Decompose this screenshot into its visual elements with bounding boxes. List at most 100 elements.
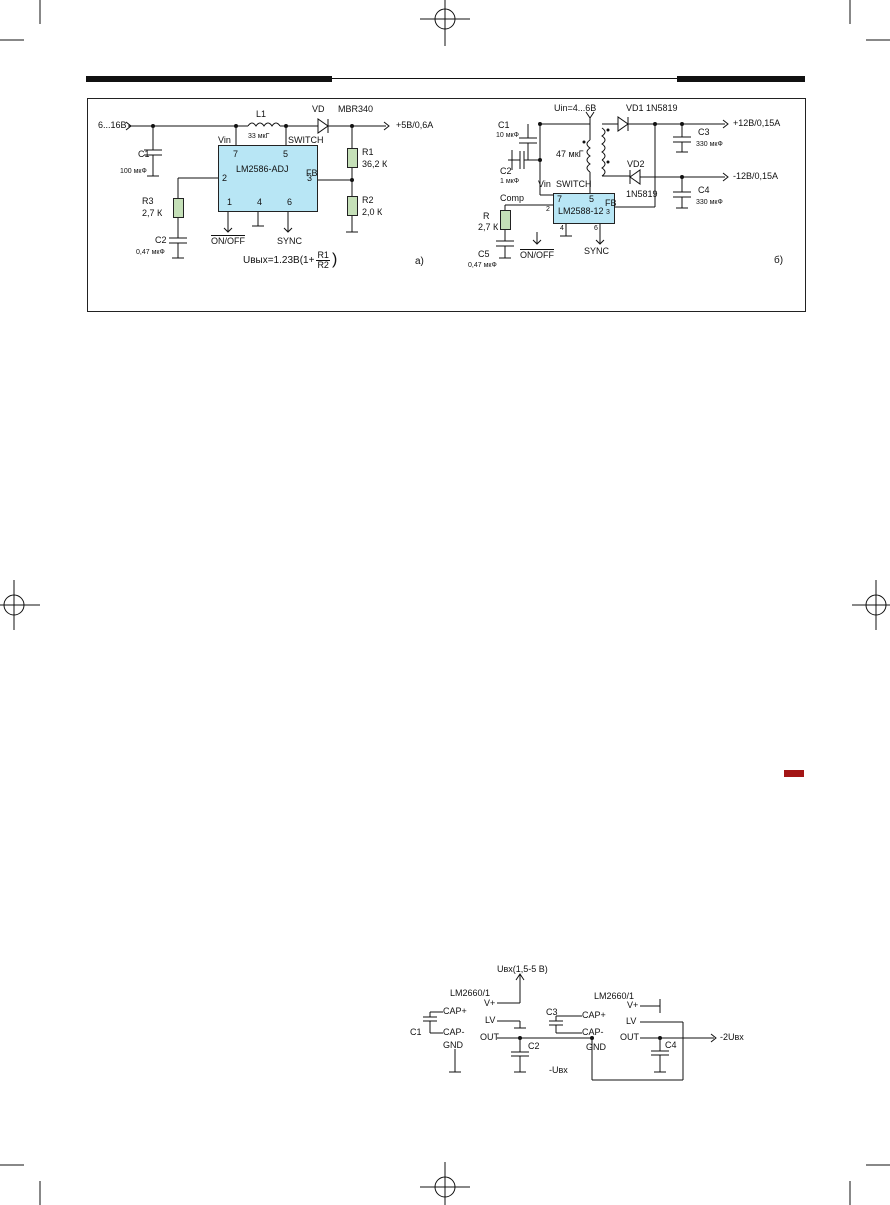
fig-b-vd2-part: 1N5819 [626,189,658,199]
fig-c-chip1-vplus: V+ [484,998,496,1008]
fig-a-pin-3: 3 [307,173,313,183]
fig-c-mid-label: -Uвх [549,1065,568,1075]
fig-c-input-label: Uвх(1,5-5 В) [497,964,548,974]
resistor-r1 [347,148,358,168]
fig-a-pin-1: 1 [227,197,233,207]
fig-b-pin-6: 6 [594,225,598,232]
fig-b-pin-fb: FB [605,198,617,208]
formula-fraction: R1 R2 [316,249,330,270]
figure-frame [87,98,806,312]
fig-b-c1-value: 10 мкФ [496,132,519,139]
fig-a-r3-value: 2,7 К [142,208,163,218]
resistor-r [500,210,511,230]
fig-b-r-value: 2,7 К [478,222,499,232]
fig-a-r2-value: 2,0 К [362,207,383,217]
formula-numerator: R1 [316,249,330,261]
fig-c-output-label: -2Uвх [720,1032,744,1042]
fig-a-sync: SYNC [277,236,303,246]
fig-c-chip2-cap-minus: CAP- [582,1027,604,1037]
fig-c-c3-label: C3 [546,1007,558,1017]
fig-c-chip2-cap-plus: CAP+ [582,1010,606,1020]
fig-c-chip2-vplus: V+ [627,1000,639,1010]
fig-a-c1-label: C1 [138,149,150,159]
chip-lm2586 [218,145,318,212]
fig-c-chip2-lv: LV [626,1016,637,1026]
fig-b-c5-value: 0,47 мкФ [468,262,497,269]
fig-b-c3-label: C3 [698,127,710,137]
fig-c-chip2-name: LM2660/1 [594,991,635,1001]
fig-c-chip1-out: OUT [480,1032,499,1042]
fig-b-vd2-label: VD2 [627,159,645,169]
fig-b-out-pos: +12В/0,15A [733,118,781,128]
fig-a-inductor-value: 33 мкГ [248,133,270,140]
registration-crosshair-icon [852,580,890,630]
fig-a-c2-value: 0,47 мкФ [136,249,165,256]
fig-b-pin-vin: Vin [538,179,551,189]
fig-a-pin-7: 7 [233,149,239,159]
fig-a-c1-value: 100 мкФ [120,168,147,175]
fig-b-c2-label: C2 [500,166,512,176]
fig-a-diode-label: VD [312,104,325,114]
fig-a-chip-name: LM2586-ADJ [236,164,289,174]
fig-b-c4-label: C4 [698,185,710,195]
fig-c-chip1-cap-plus: CAP+ [443,1006,467,1016]
resistor-r2 [347,196,358,216]
fig-a-r1-value: 36,2 К [362,159,388,169]
fig-c-chip1-name: LM2660/1 [450,988,491,998]
registration-crosshair-icon [420,0,470,46]
fig-b-vd1-label: VD1 1N5819 [626,103,678,113]
fig-b-letter: б) [774,255,784,266]
fig-b-pin-5: 5 [589,194,595,204]
registration-crosshair-icon [0,580,40,630]
fig-c-chip1-cap-minus: CAP- [443,1027,465,1037]
fig-a-r2-label: R2 [362,195,374,205]
fig-a-input-label: 6...16В [98,120,127,130]
fig-b-pin-4: 4 [560,225,564,232]
fig-a-pin-4: 4 [257,197,263,207]
resistor-r3 [173,198,184,218]
registration-crosshair-icon [420,1162,470,1205]
fig-a-formula: Uвых=1.23В(1+ R1 R2 ) [243,248,337,272]
fig-c-chip1-lv: LV [485,1015,496,1025]
fig-b-pin-2: 2 [546,206,550,213]
fig-b-pin-3: 3 [606,209,610,216]
fig-b-input-label: Uin=4...6В [554,103,597,113]
fig-a-r3-label: R3 [142,196,154,206]
fig-b-inductor-value: 47 мкГ [556,149,584,159]
fig-a-pin-5: 5 [283,149,289,159]
fig-c-c2-label: C2 [528,1041,540,1051]
header-bar-right [677,76,805,82]
fig-c-chip2-out: OUT [620,1032,639,1042]
formula-denominator: R2 [317,259,329,270]
chip-lm2588 [553,193,615,224]
fig-a-pin-fb: FB [306,168,318,178]
fig-a-pin-6: 6 [287,197,293,207]
fig-a-letter: а) [415,256,424,267]
fig-c-chip2-gnd: GND [586,1042,606,1052]
fig-b-r-label: R [483,211,490,221]
fig-a-pin-2: 2 [222,173,228,183]
fig-b-pin-switch: SWITCH [556,179,592,189]
fig-b-c4-value: 330 мкФ [696,199,723,206]
fig-c-c4-label: C4 [665,1040,677,1050]
fig-a-c2-label: C2 [155,235,167,245]
fig-b-c1-label: C1 [498,120,510,130]
fig-a-on-off: ON/OFF [211,236,245,246]
fig-b-out-neg: -12В/0,15A [733,171,779,181]
fig-b-chip-name: LM2588-12 [558,206,604,216]
fig-a-r1-label: R1 [362,147,374,157]
fig-b-c2-value: 1 мкФ [500,178,520,185]
fig-a-pin-switch: SWITCH [288,135,324,145]
fig-c-c1-label: C1 [410,1027,422,1037]
fig-b-pin-7: 7 [557,194,563,204]
fig-b-sync: SYNC [584,246,610,256]
section-end-marker-icon [784,770,804,777]
fig-a-diode-part: MBR340 [338,104,374,114]
fig-c-chip1-gnd: GND [443,1040,463,1050]
fig-b-c3-value: 330 мкФ [696,141,723,148]
formula-left: Uвых=1.23В(1+ [243,254,315,266]
fig-a-pin-vin: Vin [218,135,231,145]
fig-b-c5-label: C5 [478,249,490,259]
